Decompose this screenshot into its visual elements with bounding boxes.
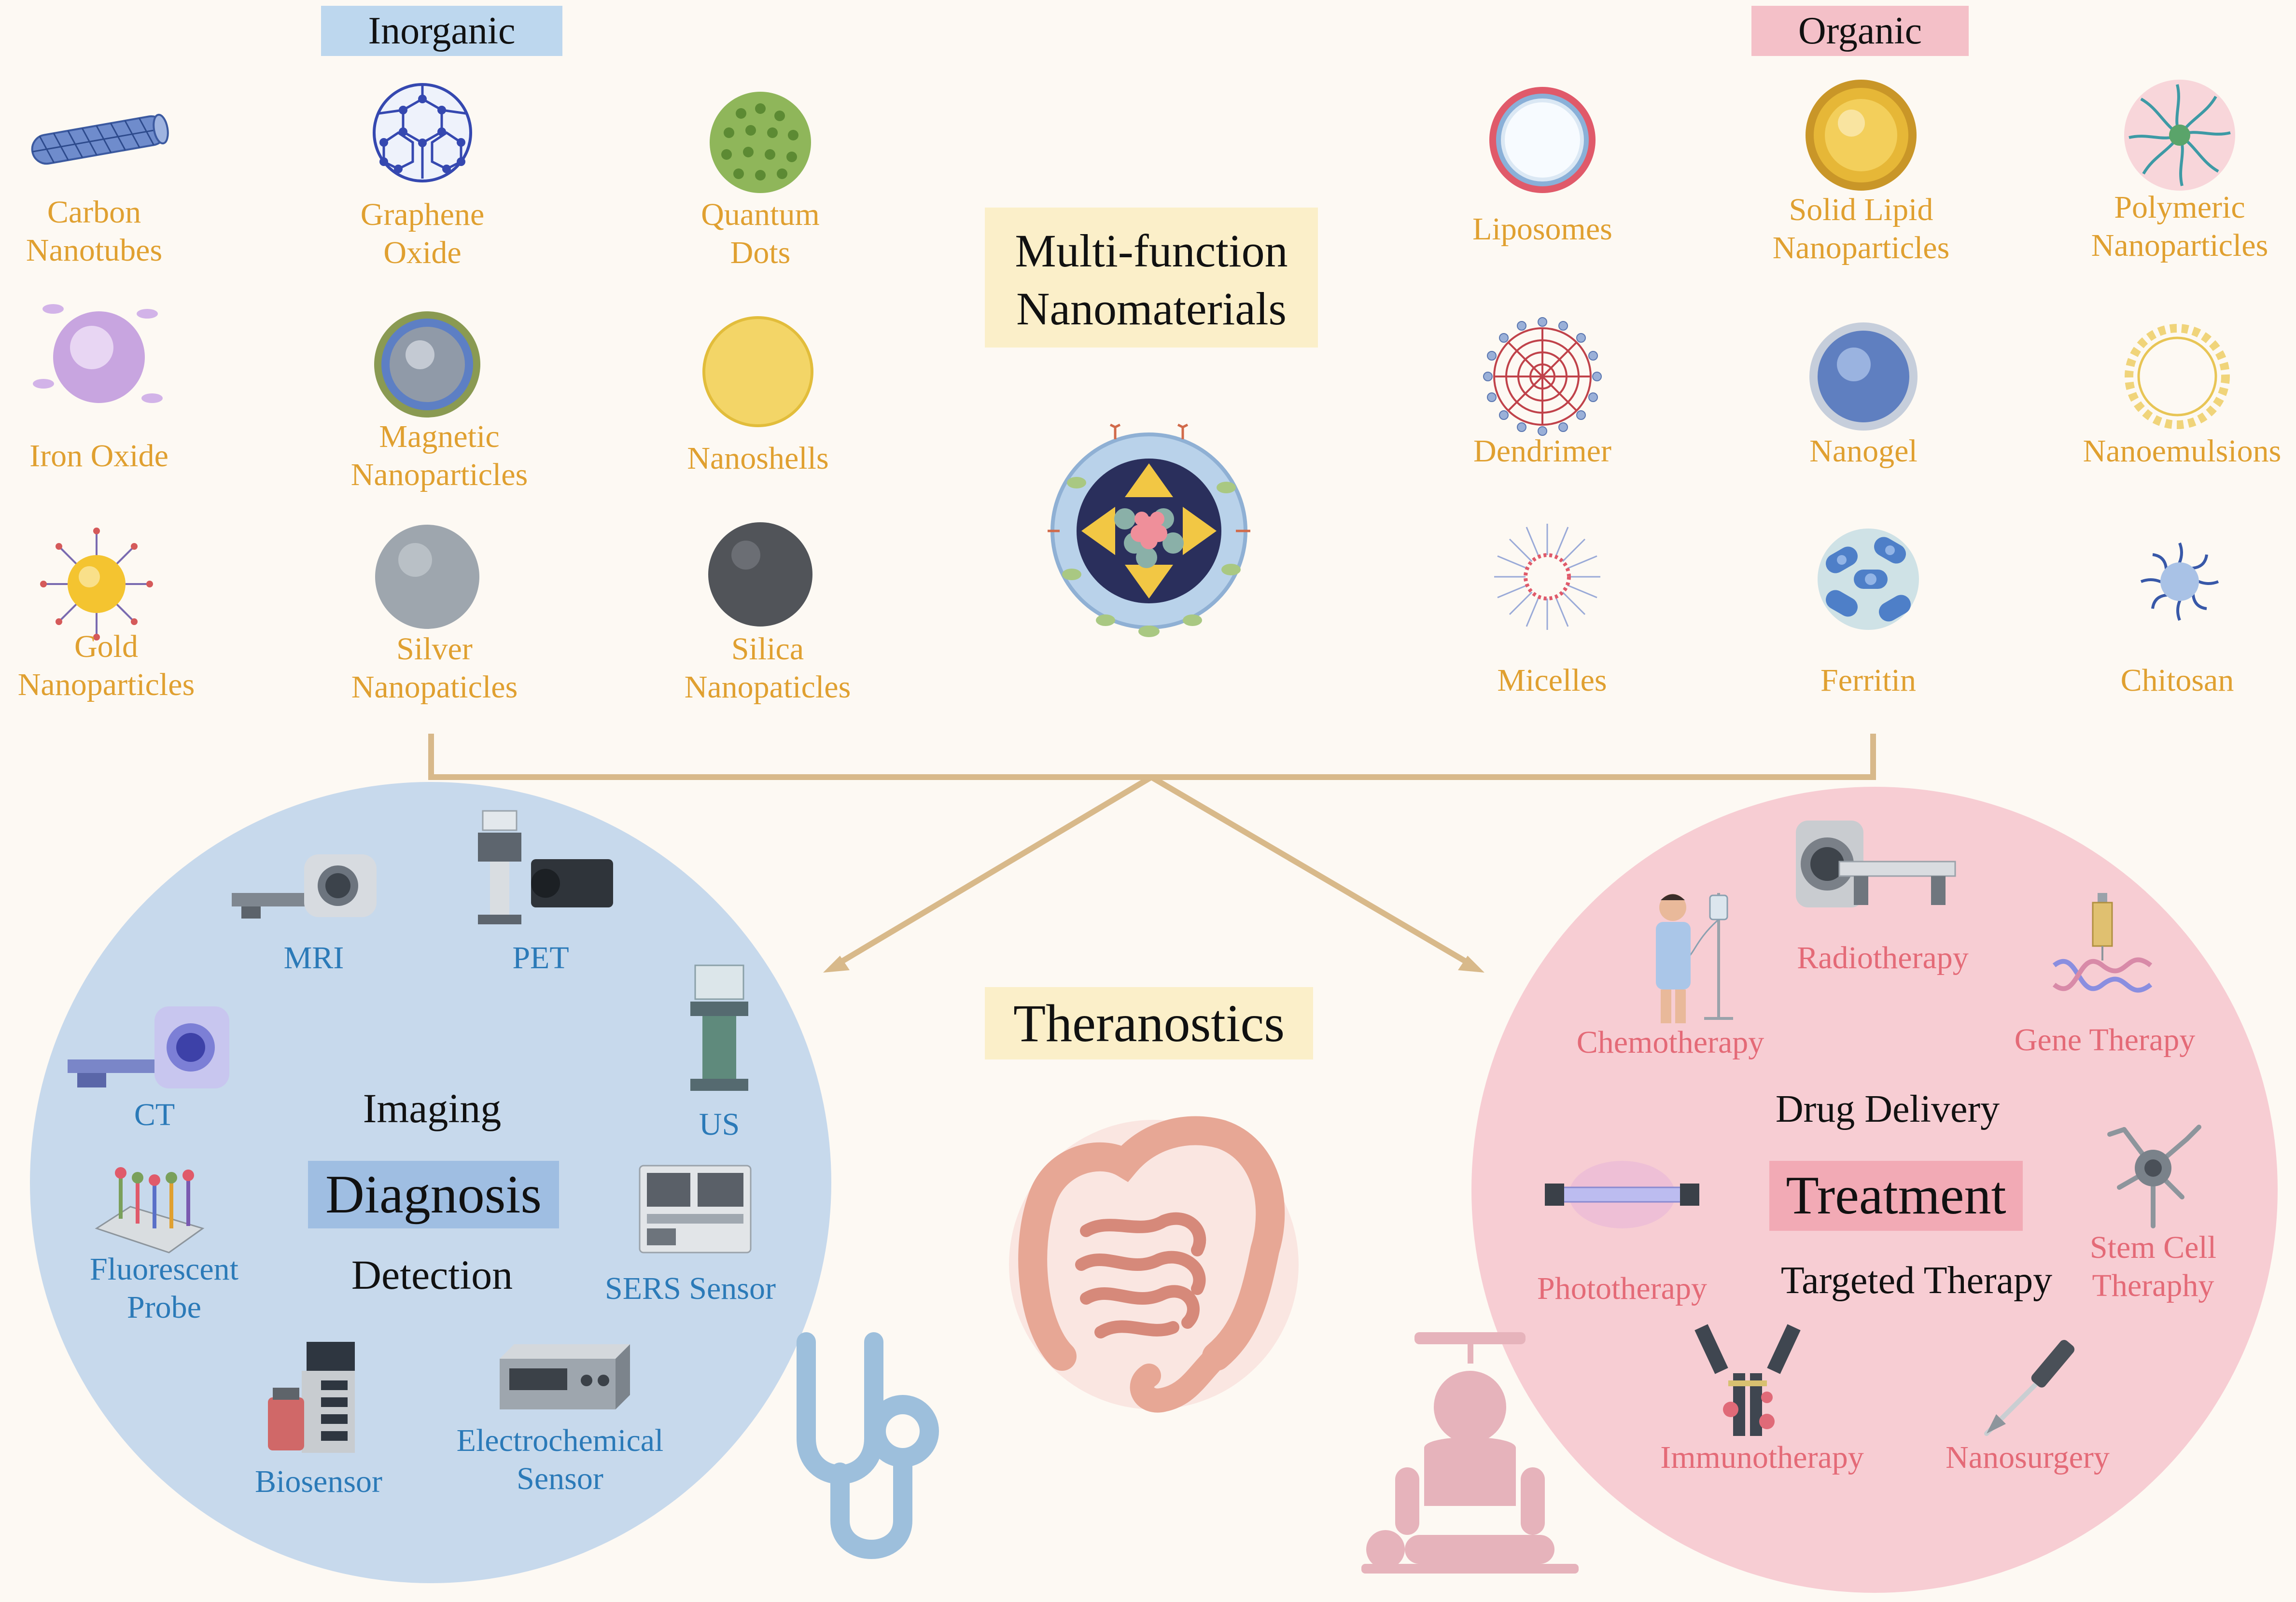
dendrimer-label: Dendrimer [1473,433,1611,469]
ct-scanner-icon [68,1006,229,1088]
ultrasound-icon [690,964,748,1091]
magnetic-nanoparticle-icon [374,311,480,418]
ferritin-icon [1818,529,1919,630]
us-label: US [699,1107,740,1142]
solid-lipid-nanoparticle-icon [1806,80,1917,191]
organic-header: Organic [1751,6,1969,56]
nanosurgery-label: Nanosurgery [1946,1440,2110,1475]
theranostics-banner: Theranostics [985,987,1313,1059]
radiotherapy-label: Radiotherapy [1797,940,1969,975]
silica-nanoparticle-icon [708,522,812,627]
treatment-title: Treatment [1769,1161,2023,1231]
drug-delivery-label: Drug Delivery [1775,1088,2000,1130]
radiotherapy-machine-icon [1796,821,1956,907]
sers-sensor-icon [639,1165,752,1254]
graphene-oxide-icon [373,83,472,182]
nanogel-icon [1809,322,1918,431]
liposomes-label: Liposomes [1472,211,1612,247]
nanoshells-label: Nanoshells [687,441,829,476]
antibody-icon [1694,1324,1801,1436]
fluorescent-probe-icon [95,1167,205,1254]
surgeon-silhouette-icon [1361,1332,1579,1574]
chemotherapy-label: Chemotherapy [1576,1025,1764,1060]
stem-cell-icon [2107,1125,2201,1228]
chitosan-icon [2140,542,2219,621]
micelle-icon [1494,524,1600,630]
chitosan-label: Chitosan [2120,663,2234,698]
immunotherapy-label: Immunotherapy [1660,1440,1864,1475]
inorganic-header: Inorganic [321,6,562,56]
carbon-nanotube-icon [31,113,169,165]
multifunction-nanoparticle-icon [1048,423,1250,637]
nanogel-label: Nanogel [1809,433,1918,469]
micelles-label: Micelles [1497,663,1607,698]
ferritin-label: Ferritin [1820,663,1916,698]
gold-nanoparticle-icon [40,528,153,641]
quantum-dot-icon [710,92,811,193]
dendrimer-icon [1483,317,1602,436]
dna-syringe-icon [2052,893,2153,993]
gene-therapy-label: Gene Therapy [2014,1022,2196,1058]
imaging-label: Imaging [363,1085,502,1131]
light-tube-icon [1545,1161,1699,1228]
diagnosis-title: Diagnosis [308,1161,559,1228]
iron-oxide-label: Iron Oxide [29,438,168,474]
nanoshell-icon [702,316,813,427]
biosensor-label: Biosensor [255,1464,382,1499]
nanoemulsions-label: Nanoemulsions [2083,433,2282,469]
mri-scanner-icon [232,854,377,919]
silver-nanoparticle-icon [375,525,479,629]
sers-sensor-label: SERS Sensor [605,1271,776,1306]
pet-scanner-icon [478,810,613,924]
phototherapy-label: Phototherapy [1537,1271,1707,1306]
electrochemical-sensor-icon [500,1344,630,1409]
detection-label: Detection [351,1252,513,1298]
pet-label: PET [512,940,569,975]
nanoemulsion-icon [2125,324,2230,429]
biosensor-icon [268,1342,355,1453]
liposome-icon [1489,87,1596,193]
stethoscope-icon [797,1332,939,1559]
iron-oxide-icon [33,304,163,403]
ct-label: CT [134,1097,175,1132]
scalpel-icon [1984,1340,2075,1436]
targeted-therapy-label: Targeted Therapy [1780,1259,2053,1302]
intestine-icon [1009,1116,1299,1413]
iv-patient-icon [1656,893,1733,1023]
polymeric-nanoparticle-icon [2124,80,2235,191]
mri-label: MRI [283,940,344,975]
